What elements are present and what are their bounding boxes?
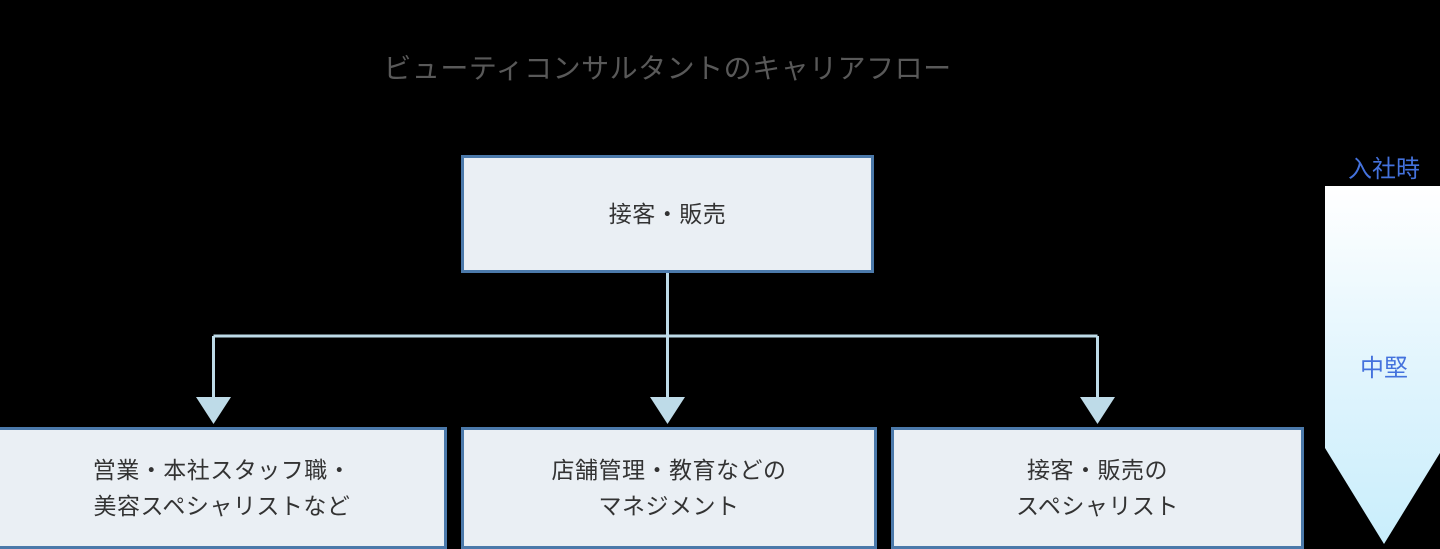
node-store-management-line1: 店舗管理・教育などの <box>551 457 787 483</box>
node-sales-hq-staff-line1: 営業・本社スタッフ職・ <box>92 457 352 483</box>
node-store-management-line2: マネジメント <box>598 493 740 519</box>
node-store-management-text: 店舗管理・教育などの マネジメント <box>464 452 874 524</box>
node-customer-service-label: 接客・販売 <box>608 201 727 227</box>
timeline-label-entry: 入社時 <box>1348 156 1420 183</box>
timeline-label-midcareer: 中堅 <box>1360 355 1408 382</box>
node-sales-specialist-line1: 接客・販売の <box>1027 457 1168 483</box>
node-store-management[interactable]: 店舗管理・教育などの マネジメント <box>461 427 877 549</box>
node-customer-service[interactable]: 接客・販売 <box>461 155 874 273</box>
node-sales-hq-staff[interactable]: 営業・本社スタッフ職・ 美容スペシャリストなど <box>0 427 447 549</box>
timeline-arrow-icon <box>1325 186 1440 544</box>
node-sales-hq-staff-line2: 美容スペシャリストなど <box>93 493 351 519</box>
node-sales-specialist-line2: スペシャリスト <box>1016 493 1179 519</box>
arrowhead-middle-icon <box>650 397 685 424</box>
arrowhead-left-icon <box>196 397 231 424</box>
arrowhead-right-icon <box>1080 397 1115 424</box>
node-sales-specialist-text: 接客・販売の スペシャリスト <box>894 452 1301 524</box>
node-sales-specialist[interactable]: 接客・販売の スペシャリスト <box>891 427 1304 549</box>
page-title: ビューティコンサルタントのキャリアフロー <box>383 53 952 84</box>
node-sales-hq-staff-text: 営業・本社スタッフ職・ 美容スペシャリストなど <box>0 452 444 524</box>
